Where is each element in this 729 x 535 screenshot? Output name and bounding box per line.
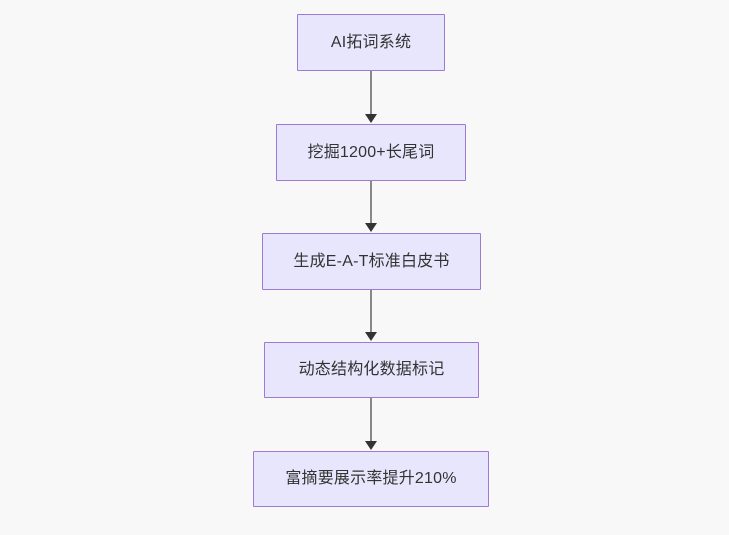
flowchart-node-3-label: 生成E-A-T标准白皮书 bbox=[293, 252, 450, 270]
flowchart-node-4[interactable]: 动态结构化数据标记 bbox=[264, 342, 479, 398]
flowchart-node-5[interactable]: 富摘要展示率提升210% bbox=[253, 451, 489, 507]
flowchart-node-3[interactable]: 生成E-A-T标准白皮书 bbox=[262, 233, 481, 290]
flowchart-node-2-label: 挖掘1200+长尾词 bbox=[307, 143, 435, 161]
flowchart-edge-1-arrowhead-icon bbox=[365, 114, 377, 123]
flowchart-node-5-label: 富摘要展示率提升210% bbox=[285, 470, 457, 487]
flowchart-edge-1-line bbox=[370, 71, 372, 116]
flowchart-edge-3-arrowhead-icon bbox=[365, 332, 377, 341]
flowchart-node-2[interactable]: 挖掘1200+长尾词 bbox=[276, 124, 466, 181]
flowchart-edge-3-line bbox=[370, 290, 372, 334]
flowchart-edge-2-line bbox=[370, 181, 372, 225]
flowchart-edge-4-arrowhead-icon bbox=[365, 441, 377, 450]
flowchart-edge-2-arrowhead-icon bbox=[365, 223, 377, 232]
flowchart-node-1-label: AI拓词系统 bbox=[330, 33, 412, 51]
flowchart-node-1[interactable]: AI拓词系统 bbox=[297, 14, 445, 71]
flowchart-edge-4-line bbox=[370, 398, 372, 443]
flowchart-node-4-label: 动态结构化数据标记 bbox=[298, 361, 445, 378]
